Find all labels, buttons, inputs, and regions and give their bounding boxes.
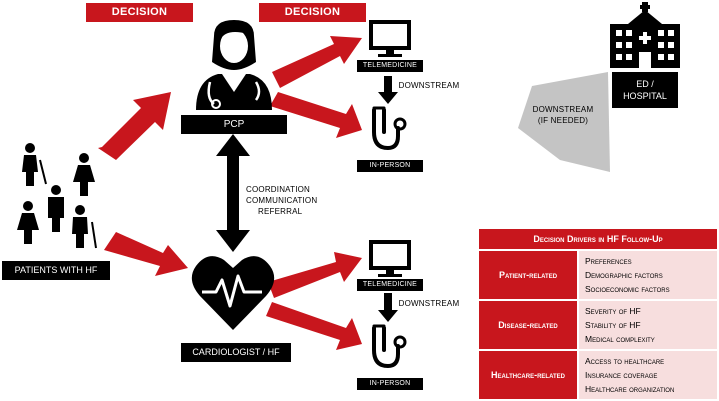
referral-text: REFERRAL: [258, 207, 303, 216]
driver-item: Medical complexity: [585, 334, 655, 344]
hospital-downstream-pentagon: [518, 72, 610, 172]
in-person-label-bottom: IN-PERSON: [357, 378, 423, 390]
monitor-icon-top: [369, 20, 411, 57]
downstream-arrow-bottom: [378, 293, 398, 322]
arrow-pcp-to-telemedicine-top: [272, 36, 362, 88]
communication-text: COMMUNICATION: [246, 196, 318, 205]
driver-row-healthcare: Healthcare-related Access to healthcare …: [479, 351, 717, 399]
pcp-label: PCP: [181, 115, 287, 134]
driver-item: Preferences: [585, 256, 632, 266]
arrow-patients-to-cardiologist: [104, 232, 188, 276]
ed-hospital-line1: ED /: [636, 79, 654, 89]
driver-item: Insurance coverage: [585, 370, 658, 380]
driver-items: Access to healthcare Insurance coverage …: [579, 351, 717, 399]
arrow-pcp-to-inperson-top: [270, 92, 362, 138]
driver-item: Stability of HF: [585, 320, 641, 330]
in-person-label-top: IN-PERSON: [357, 160, 423, 172]
patients-label: PATIENTS WITH HF: [2, 261, 110, 280]
downstream-hospital-line2: (IF NEEDED): [537, 116, 589, 125]
driver-item: Healthcare organization: [585, 384, 675, 394]
driver-item: Access to healthcare: [585, 356, 665, 366]
driver-item: Severity of HF: [585, 306, 641, 316]
telemedicine-label-bottom: TELEMEDICINE: [357, 279, 423, 291]
hospital-icon: [610, 2, 680, 68]
decision-drivers-table: Decision Drivers in HF Follow-Up Patient…: [479, 229, 717, 399]
doctor-icon: [196, 20, 272, 110]
driver-items: Severity of HF Stability of HF Medical c…: [579, 301, 717, 349]
heart-icon: [191, 256, 275, 330]
driver-category: Healthcare-related: [479, 351, 577, 399]
driver-items: Preferences Demographic factors Socioeco…: [579, 251, 717, 299]
coordination-text: COORDINATION: [246, 185, 311, 194]
driver-category: Disease-related: [479, 301, 577, 349]
decision-drivers-title: Decision Drivers in HF Follow-Up: [479, 229, 717, 249]
monitor-icon-bottom: [369, 240, 411, 277]
downstream-annotation-bottom: DOWNSTREAM: [398, 299, 460, 308]
stethoscope-icon-top: [372, 106, 407, 151]
coordination-annotation: COORDINATION COMMUNICATION REFERRAL: [246, 184, 330, 217]
telemedicine-label-top: TELEMEDICINE: [357, 60, 423, 72]
decision-banner-left: DECISION: [86, 3, 193, 22]
driver-item: Demographic factors: [585, 270, 663, 280]
driver-row-patient: Patient-related Preferences Demographic …: [479, 251, 717, 299]
stethoscope-icon-bottom: [372, 324, 407, 369]
arrow-cardio-to-telemedicine-bottom: [268, 252, 362, 298]
arrow-patients-to-pcp: [98, 92, 171, 160]
driver-item: Socioeconomic factors: [585, 284, 670, 294]
cardiologist-label: CARDIOLOGIST / HF: [181, 343, 291, 362]
patients-group-icon: [17, 143, 97, 249]
driver-category: Patient-related: [479, 251, 577, 299]
downstream-hospital-annotation: DOWNSTREAM (IF NEEDED): [528, 104, 598, 126]
coordination-double-arrow: [216, 134, 250, 252]
downstream-annotation-top: DOWNSTREAM: [398, 81, 460, 90]
downstream-hospital-line1: DOWNSTREAM: [532, 105, 594, 114]
driver-row-disease: Disease-related Severity of HF Stability…: [479, 301, 717, 349]
arrow-cardio-to-inperson-bottom: [266, 302, 362, 350]
ed-hospital-label: ED / HOSPITAL: [612, 72, 678, 108]
downstream-arrow-top: [378, 76, 398, 104]
decision-banner-right: DECISION: [259, 3, 366, 22]
ed-hospital-line2: HOSPITAL: [623, 91, 667, 101]
